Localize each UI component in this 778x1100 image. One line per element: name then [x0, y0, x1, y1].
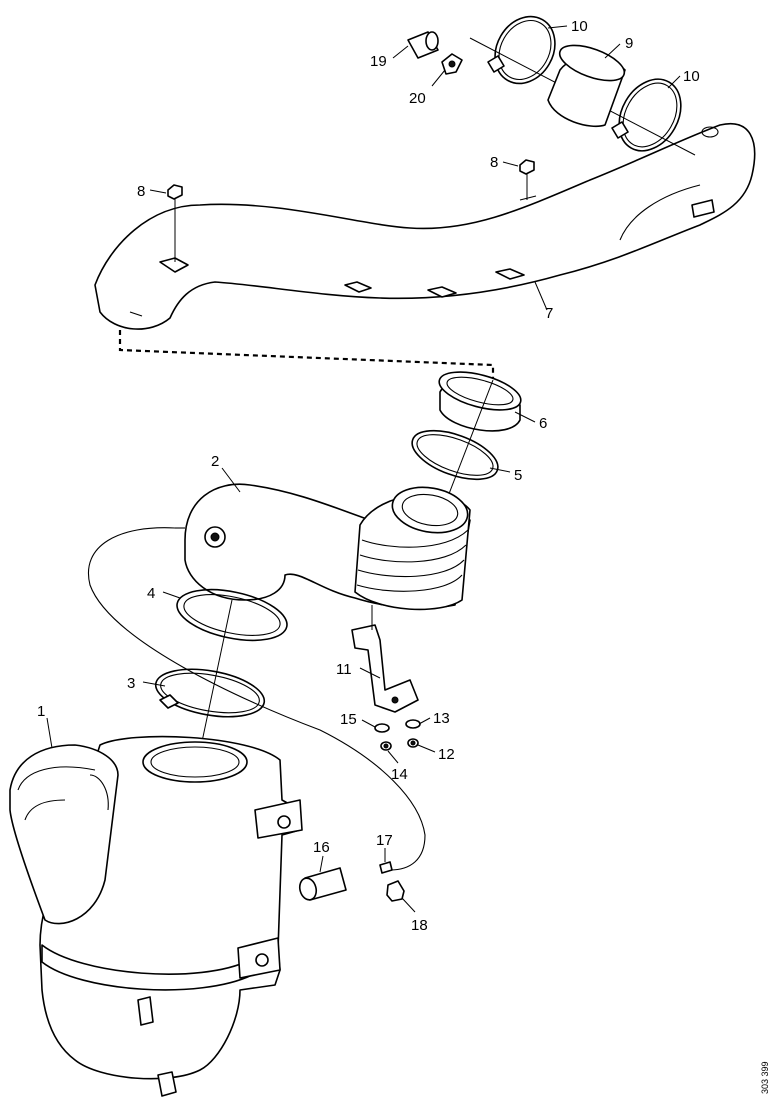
part-20-nipple [441, 53, 463, 75]
part-7-air-duct [94, 122, 756, 330]
callout-14: 14 [391, 766, 408, 783]
part-1-air-filter-housing [9, 735, 303, 1097]
callout-4: 4 [147, 585, 155, 602]
callout-15: 15 [340, 711, 357, 728]
part-8-bolt-left [167, 184, 183, 262]
callout-8-left: 8 [137, 183, 145, 200]
part-18-cap [386, 880, 405, 902]
part-3-clamp [154, 668, 266, 718]
callout-11: 11 [336, 661, 352, 678]
callout-16: 16 [313, 839, 330, 856]
part-12-nut [407, 738, 419, 748]
part-13-washer [405, 719, 421, 729]
document-id: 303 399 [760, 1061, 770, 1094]
callout-5: 5 [514, 467, 522, 484]
callout-18: 18 [411, 917, 428, 934]
part-10-hose-clamp-lower [611, 78, 682, 152]
part-2-intake-elbow [175, 483, 471, 611]
part-4-gasket [176, 588, 288, 642]
part-9-rubber-sleeve [547, 44, 626, 127]
callout-10-lower: 10 [683, 68, 700, 85]
callout-7: 7 [545, 305, 553, 322]
part-15-washer [374, 723, 390, 733]
callout-12: 12 [438, 746, 455, 763]
part-14-nut [380, 741, 392, 751]
callout-8-right: 8 [490, 154, 498, 171]
part-10-hose-clamp-upper [487, 15, 556, 85]
callout-6: 6 [539, 415, 547, 432]
callout-19: 19 [370, 53, 387, 70]
callout-1: 1 [37, 703, 45, 720]
callout-3: 3 [127, 675, 135, 692]
part-11-bracket [351, 605, 419, 713]
callout-10-upper: 10 [571, 18, 588, 35]
callout-leaders [46, 25, 681, 913]
callout-9: 9 [625, 35, 633, 52]
part-16-indicator [298, 867, 347, 901]
callout-2: 2 [211, 453, 219, 470]
callout-labels: 1 2 3 4 5 6 7 8 8 9 10 10 11 12 13 14 15… [37, 18, 770, 1094]
part-17-fitting [379, 861, 393, 874]
part-19-sleeve [407, 31, 439, 59]
part-8-bolt-right [519, 159, 535, 200]
connection-dashed-line [118, 330, 495, 380]
callout-17: 17 [376, 832, 393, 849]
routing-line [87, 527, 426, 871]
callout-13: 13 [433, 710, 450, 727]
callout-20: 20 [409, 90, 426, 107]
part-6-seal-ring [438, 371, 522, 432]
